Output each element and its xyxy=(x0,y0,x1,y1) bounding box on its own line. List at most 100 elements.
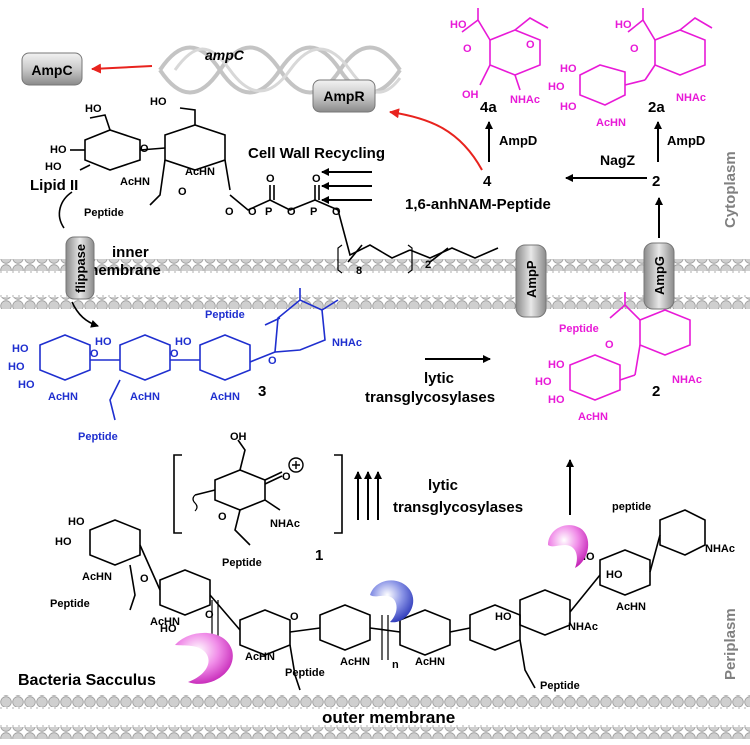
svg-text:HO: HO xyxy=(68,516,85,528)
svg-text:HO: HO xyxy=(12,343,29,355)
svg-text:HO: HO xyxy=(606,569,623,581)
isoprene-sub-8: 8 xyxy=(356,265,362,277)
isoprene-sub-2: 2 xyxy=(425,259,431,271)
svg-text:HO: HO xyxy=(18,379,35,391)
int1-peptide: Peptide xyxy=(222,557,262,569)
int1-o2: O xyxy=(218,511,227,523)
svg-text:AcHN: AcHN xyxy=(48,391,78,403)
svg-text:O: O xyxy=(140,143,149,155)
svg-text:O: O xyxy=(248,206,257,218)
svg-text:O: O xyxy=(170,348,179,360)
ampc-induction-arrow xyxy=(91,63,153,74)
svg-text:OH: OH xyxy=(462,89,479,101)
compound-3-peptide-bottom: Peptide xyxy=(78,431,118,443)
sacc-peptide-2: Peptide xyxy=(285,667,325,679)
flippase-label: flippase xyxy=(73,244,88,293)
svg-text:AcHN: AcHN xyxy=(185,166,215,178)
svg-text:HO: HO xyxy=(548,359,565,371)
svg-text:HO: HO xyxy=(548,394,565,406)
ampg-protein: AmpG xyxy=(643,242,675,310)
svg-text:O: O xyxy=(178,186,187,198)
svg-text:O: O xyxy=(268,355,277,367)
recycling-arrows xyxy=(321,168,372,204)
outer-membrane-bilayer xyxy=(0,695,750,739)
svg-text:AcHN: AcHN xyxy=(596,117,626,129)
svg-text:O: O xyxy=(140,573,149,585)
sacc-peptide-lc: peptide xyxy=(612,501,651,513)
lytic-label-2b: transglycosylases xyxy=(393,499,523,516)
lytic-label-1b: transglycosylases xyxy=(365,389,495,406)
intermediate-1-structure: OH O O NHAc Peptide xyxy=(173,431,343,569)
compound-3-label: 3 xyxy=(258,383,266,400)
svg-text:AcHN: AcHN xyxy=(340,656,370,668)
outer-membrane-label: outer membrane xyxy=(322,708,455,727)
svg-text:HO: HO xyxy=(8,361,25,373)
svg-text:HO: HO xyxy=(560,101,577,113)
ampp-label: AmpP xyxy=(524,260,539,298)
phosphate-p1: P xyxy=(265,206,272,218)
ampd-left-label: AmpD xyxy=(499,133,537,148)
svg-text:HO: HO xyxy=(560,63,577,75)
svg-text:AcHN: AcHN xyxy=(415,656,445,668)
compound-2-top-label: 2 xyxy=(652,173,660,190)
svg-text:HO: HO xyxy=(85,103,102,115)
svg-text:O: O xyxy=(332,206,341,218)
bacteria-sacculus-label: Bacteria Sacculus xyxy=(18,672,156,689)
ampr-protein-label: AmpR xyxy=(323,88,364,104)
svg-text:HO: HO xyxy=(175,336,192,348)
lipid-ii-label: Lipid II xyxy=(30,177,78,194)
svg-text:NHAc: NHAc xyxy=(705,543,735,555)
ampr-activation-arrow xyxy=(389,108,483,171)
compound-2-structure: Peptide O HO HO HO AcHN NHAc xyxy=(535,292,702,423)
svg-text:HO: HO xyxy=(95,336,112,348)
compound-3-peptide-top: Peptide xyxy=(205,309,245,321)
enzyme-blob-pink-right xyxy=(548,525,589,568)
svg-text:AcHN: AcHN xyxy=(210,391,240,403)
svg-text:O: O xyxy=(225,206,234,218)
svg-text:O: O xyxy=(290,611,299,623)
svg-text:O: O xyxy=(312,173,321,185)
int1-o: O xyxy=(282,471,291,483)
svg-text:HO: HO xyxy=(495,611,512,623)
svg-text:O: O xyxy=(90,348,99,360)
svg-text:O: O xyxy=(463,43,472,55)
lipid-ii-peptide: Peptide xyxy=(84,207,124,219)
ampc-gene-label: ampC xyxy=(205,47,245,63)
compound-2a-structure: HO O HO HO HO AcHN NHAc xyxy=(548,8,713,129)
svg-text:HO: HO xyxy=(50,144,67,156)
svg-text:HO: HO xyxy=(450,19,467,31)
flippase-out-arrow xyxy=(71,301,99,328)
compound-2a-label: 2a xyxy=(648,99,665,116)
svg-text:NHAc: NHAc xyxy=(270,518,300,530)
int1-oh: OH xyxy=(230,431,247,443)
svg-text:HO: HO xyxy=(535,376,552,388)
svg-text:O: O xyxy=(526,39,535,51)
svg-text:NHAc: NHAc xyxy=(332,337,362,349)
svg-text:O: O xyxy=(605,339,614,351)
svg-text:HO: HO xyxy=(55,536,72,548)
compound-4-label: 4 xyxy=(483,173,492,190)
svg-text:AcHN: AcHN xyxy=(578,411,608,423)
sacc-peptide-1: Peptide xyxy=(50,598,90,610)
cell-wall-recycling-label: Cell Wall Recycling xyxy=(248,145,385,162)
ampd-right-label: AmpD xyxy=(667,133,705,148)
svg-text:HO: HO xyxy=(548,81,565,93)
lipid-ii-structure: HO HO HO HO AcHN AcHN O O O P O P O O O … xyxy=(45,96,499,277)
svg-text:NHAc: NHAc xyxy=(568,621,598,633)
svg-text:NHAc: NHAc xyxy=(510,94,540,106)
svg-text:HO: HO xyxy=(160,623,177,635)
enzyme-blob-pink-left xyxy=(175,632,233,684)
svg-text:AcHN: AcHN xyxy=(245,651,275,663)
compound-3-structure: HO HO HO HO HO O O AcHN AcHN AcHN Peptid… xyxy=(8,288,362,443)
ampc-protein: AmpC xyxy=(21,52,83,86)
svg-text:NHAc: NHAc xyxy=(672,374,702,386)
svg-text:AcHN: AcHN xyxy=(150,616,180,628)
phosphate-p2: P xyxy=(310,206,317,218)
ampc-protein-label: AmpC xyxy=(31,62,72,78)
ampg-label: AmpG xyxy=(652,256,667,295)
svg-text:HO: HO xyxy=(150,96,167,108)
lytic-label-2a: lytic xyxy=(428,477,458,494)
anhnam-peptide-label: 1,6-anhNAM-Peptide xyxy=(405,196,551,213)
svg-text:AcHN: AcHN xyxy=(616,601,646,613)
